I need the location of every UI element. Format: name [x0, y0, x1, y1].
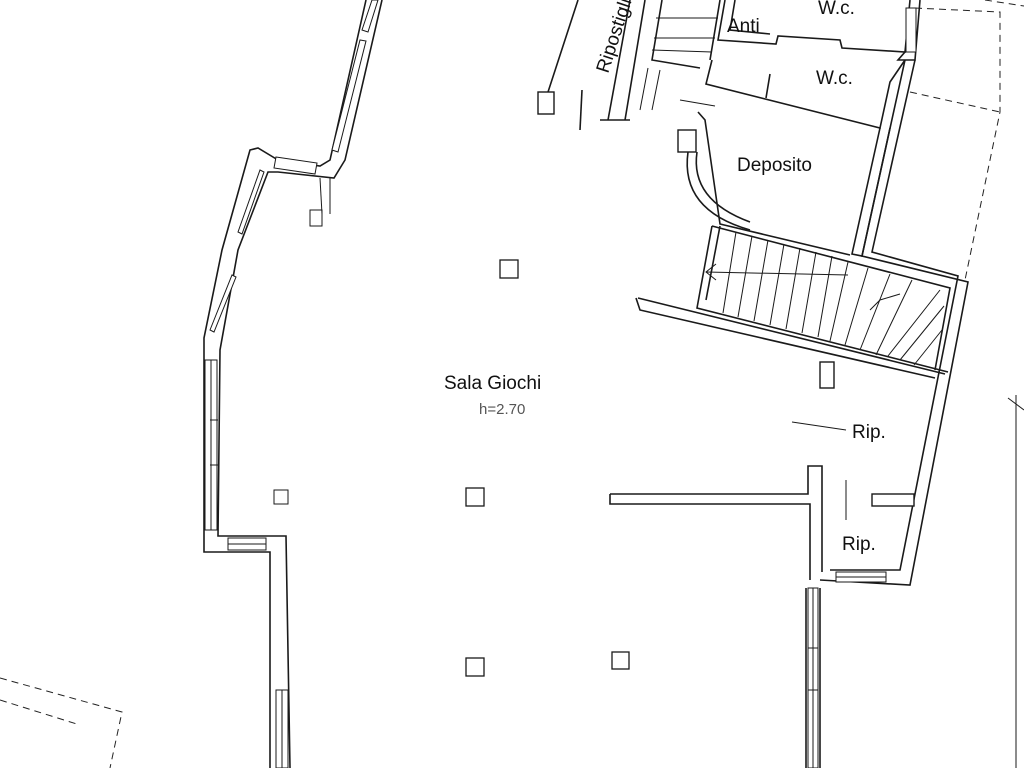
room-name-wc: W.c.	[816, 68, 853, 89]
west-exterior-wall	[203, 0, 383, 768]
room-name-ripostiglio: Ripostiglio	[593, 0, 640, 76]
pillar	[611, 651, 630, 670]
east-service-walls	[537, 0, 969, 586]
staircase	[635, 225, 951, 389]
room-name-deposito: Deposito	[737, 155, 812, 176]
inner-partitions	[609, 395, 1024, 768]
pillar	[465, 487, 485, 507]
pillar	[465, 657, 485, 677]
room-name-sala-giochi: Sala Giochi	[444, 373, 541, 394]
room-height: h=2.70	[479, 401, 525, 418]
room-name-rip-lower: Rip.	[842, 534, 876, 555]
room-name-wc-top: W.c.	[818, 0, 855, 19]
room-name-rip-upper: Rip.	[852, 422, 886, 443]
pillar	[499, 259, 519, 279]
north-west-window	[273, 156, 318, 175]
pillars	[465, 259, 630, 677]
room-name-anti: Anti	[727, 16, 760, 37]
